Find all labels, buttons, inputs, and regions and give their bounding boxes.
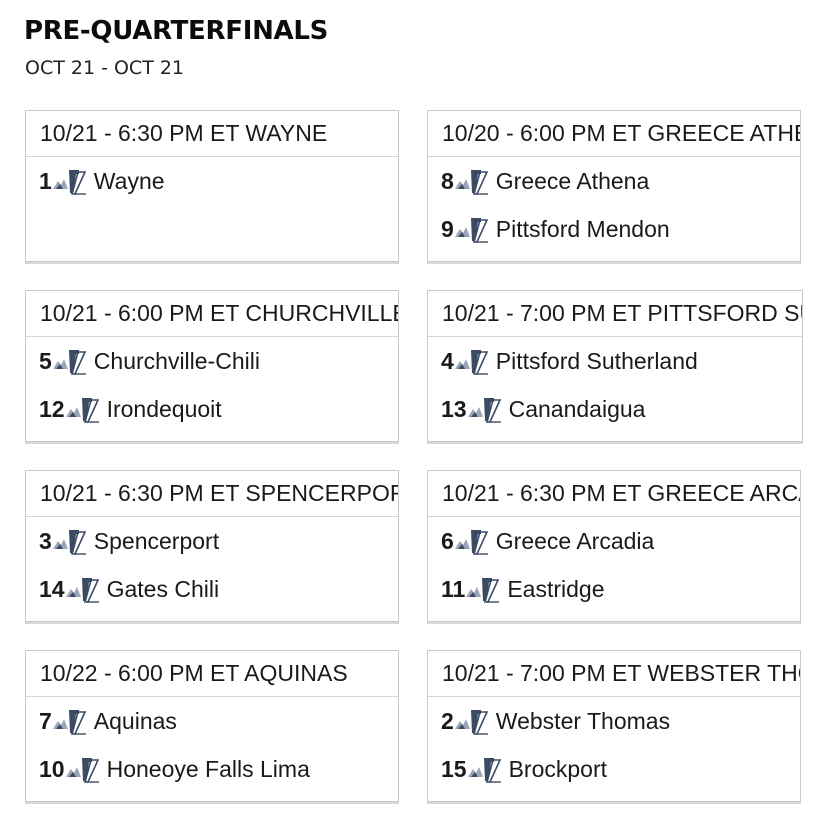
- team-name: Spencerport: [93, 527, 220, 554]
- team-name: Brockport: [508, 755, 608, 782]
- team-seed: 1: [39, 167, 52, 194]
- team-name: Webster Thomas: [495, 707, 671, 734]
- section-v-logo-icon: [52, 345, 89, 377]
- team-seed: 3: [39, 527, 52, 554]
- section-v-logo-icon: [454, 213, 491, 245]
- team-seed: 9: [441, 215, 454, 242]
- section-v-logo-icon: [65, 393, 102, 425]
- game-card[interactable]: 10/21 - 7:00 PM ET WEBSTER THOMAS 2 Webs…: [427, 650, 801, 802]
- game-header: 10/20 - 6:00 PM ET GREECE ATHENA: [428, 111, 800, 157]
- game-header: 10/21 - 6:30 PM ET GREECE ARCADIA: [428, 471, 800, 517]
- section-v-logo-icon: [454, 165, 491, 197]
- team-name: Wayne: [93, 167, 165, 194]
- game-header: 10/22 - 6:00 PM ET AQUINAS: [26, 651, 398, 697]
- team-seed: 10: [39, 755, 65, 782]
- team-row[interactable]: 9 Pittsford Mendon: [428, 205, 800, 253]
- section-v-logo-icon: [65, 753, 102, 785]
- team-name: Aquinas: [93, 707, 177, 734]
- game-card[interactable]: 10/21 - 6:00 PM ET CHURCHVILLE-CHILI 5 C…: [25, 290, 399, 442]
- game-header: 10/21 - 7:00 PM ET PITTSFORD SUTHERL: [428, 291, 802, 337]
- section-v-logo-icon: [467, 753, 504, 785]
- team-seed: 6: [441, 527, 454, 554]
- section-v-logo-icon: [454, 705, 491, 737]
- game-header: 10/21 - 6:30 PM ET WAYNE: [26, 111, 398, 157]
- game-card[interactable]: 10/22 - 6:00 PM ET AQUINAS 7 Aquinas 10 …: [25, 650, 399, 802]
- game-card[interactable]: 10/21 - 6:30 PM ET GREECE ARCADIA 6 Gree…: [427, 470, 801, 622]
- team-seed: 8: [441, 167, 454, 194]
- section-v-logo-icon: [52, 525, 89, 557]
- team-row[interactable]: 7 Aquinas: [26, 697, 398, 745]
- game-card[interactable]: 10/21 - 6:30 PM ET SPENCERPORT 3 Spencer…: [25, 470, 399, 622]
- team-name: Pittsford Mendon: [495, 215, 670, 242]
- section-v-logo-icon: [65, 573, 102, 605]
- team-seed: 14: [39, 575, 65, 602]
- team-name: Canandaigua: [508, 395, 646, 422]
- section-v-logo-icon: [467, 393, 504, 425]
- team-row[interactable]: 6 Greece Arcadia: [428, 517, 800, 565]
- team-name: Greece Arcadia: [495, 527, 655, 554]
- team-seed: 4: [441, 347, 454, 374]
- team-seed: 5: [39, 347, 52, 374]
- round-title: PRE-QUARTERFINALS: [24, 16, 329, 46]
- game-card[interactable]: 10/21 - 7:00 PM ET PITTSFORD SUTHERL 4 P…: [427, 290, 803, 442]
- team-row[interactable]: 14 Gates Chili: [26, 565, 398, 613]
- game-card[interactable]: 10/21 - 6:30 PM ET WAYNE 1 Wayne: [25, 110, 399, 262]
- section-v-logo-icon: [52, 705, 89, 737]
- team-row[interactable]: 12 Irondequoit: [26, 385, 398, 433]
- game-header: 10/21 - 6:00 PM ET CHURCHVILLE-CHILI: [26, 291, 398, 337]
- section-v-logo-icon: [454, 525, 491, 557]
- team-row[interactable]: 1 Wayne: [26, 157, 398, 205]
- team-seed: 12: [39, 395, 65, 422]
- team-name: Eastridge: [507, 575, 605, 602]
- team-name: Greece Athena: [495, 167, 650, 194]
- game-header: 10/21 - 7:00 PM ET WEBSTER THOMAS: [428, 651, 800, 697]
- team-name: Gates Chili: [106, 575, 220, 602]
- game-header: 10/21 - 6:30 PM ET SPENCERPORT: [26, 471, 398, 517]
- team-row[interactable]: 2 Webster Thomas: [428, 697, 800, 745]
- team-name: Irondequoit: [106, 395, 222, 422]
- team-row[interactable]: 10 Honeoye Falls Lima: [26, 745, 398, 793]
- team-seed: 15: [441, 755, 467, 782]
- team-seed: 2: [441, 707, 454, 734]
- team-row[interactable]: 15 Brockport: [428, 745, 800, 793]
- team-row[interactable]: 8 Greece Athena: [428, 157, 800, 205]
- team-row[interactable]: 3 Spencerport: [26, 517, 398, 565]
- section-v-logo-icon: [52, 165, 89, 197]
- team-row[interactable]: 5 Churchville-Chili: [26, 337, 398, 385]
- team-seed: 13: [441, 395, 467, 422]
- section-v-logo-icon: [465, 573, 502, 605]
- team-name: Honeoye Falls Lima: [106, 755, 310, 782]
- game-card[interactable]: 10/20 - 6:00 PM ET GREECE ATHENA 8 Greec…: [427, 110, 801, 262]
- team-name: Churchville-Chili: [93, 347, 260, 374]
- team-seed: 7: [39, 707, 52, 734]
- team-row[interactable]: 4 Pittsford Sutherland: [428, 337, 802, 385]
- section-v-logo-icon: [454, 345, 491, 377]
- round-date-range: OCT 21 - OCT 21: [25, 57, 185, 79]
- team-row[interactable]: 13 Canandaigua: [428, 385, 802, 433]
- team-row[interactable]: 11 Eastridge: [428, 565, 800, 613]
- team-seed: 11: [441, 575, 466, 602]
- team-name: Pittsford Sutherland: [495, 347, 698, 374]
